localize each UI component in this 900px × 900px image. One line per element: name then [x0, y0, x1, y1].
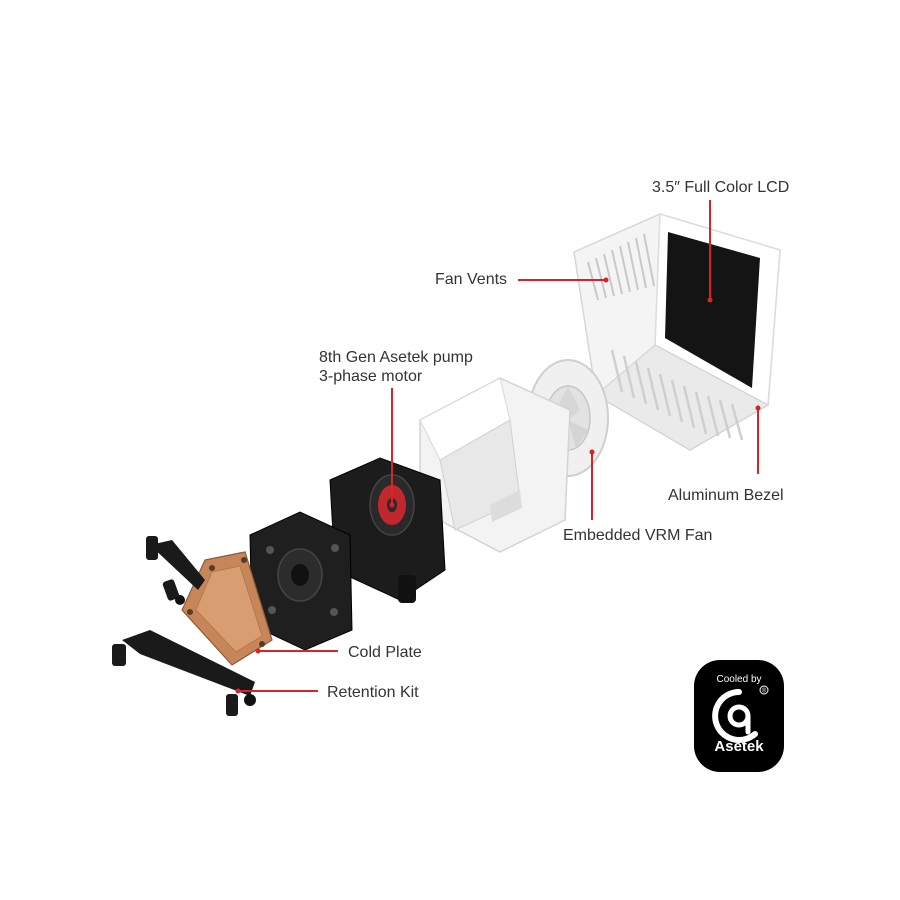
label-pump-line2: 3-phase motor [319, 368, 423, 385]
badge-brand-text: Asetek [714, 738, 764, 755]
asetek-badge: ® [694, 660, 784, 772]
label-retention-kit: Retention Kit [327, 684, 419, 701]
lcd-housing [573, 213, 781, 451]
lcd-screen [665, 232, 760, 388]
label-pump-line1: 8th Gen Asetek pump [319, 349, 473, 366]
pump-housing [249, 511, 353, 651]
side-vents [610, 349, 744, 441]
asetek-logo-icon [712, 689, 758, 743]
label-fan-vents: Fan Vents [435, 271, 508, 288]
fan-vents [587, 233, 655, 301]
label-cold-plate: Cold Plate [348, 644, 422, 661]
badge-top-text: Cooled by [716, 674, 762, 685]
leader-lines [238, 200, 759, 692]
retention-kit [112, 536, 256, 716]
registered-mark: ® [762, 688, 767, 695]
label-vrm-fan: Embedded VRM Fan [563, 527, 713, 544]
label-bezel: Aluminum Bezel [668, 487, 784, 504]
label-lcd: 3.5″ Full Color LCD [652, 179, 790, 196]
